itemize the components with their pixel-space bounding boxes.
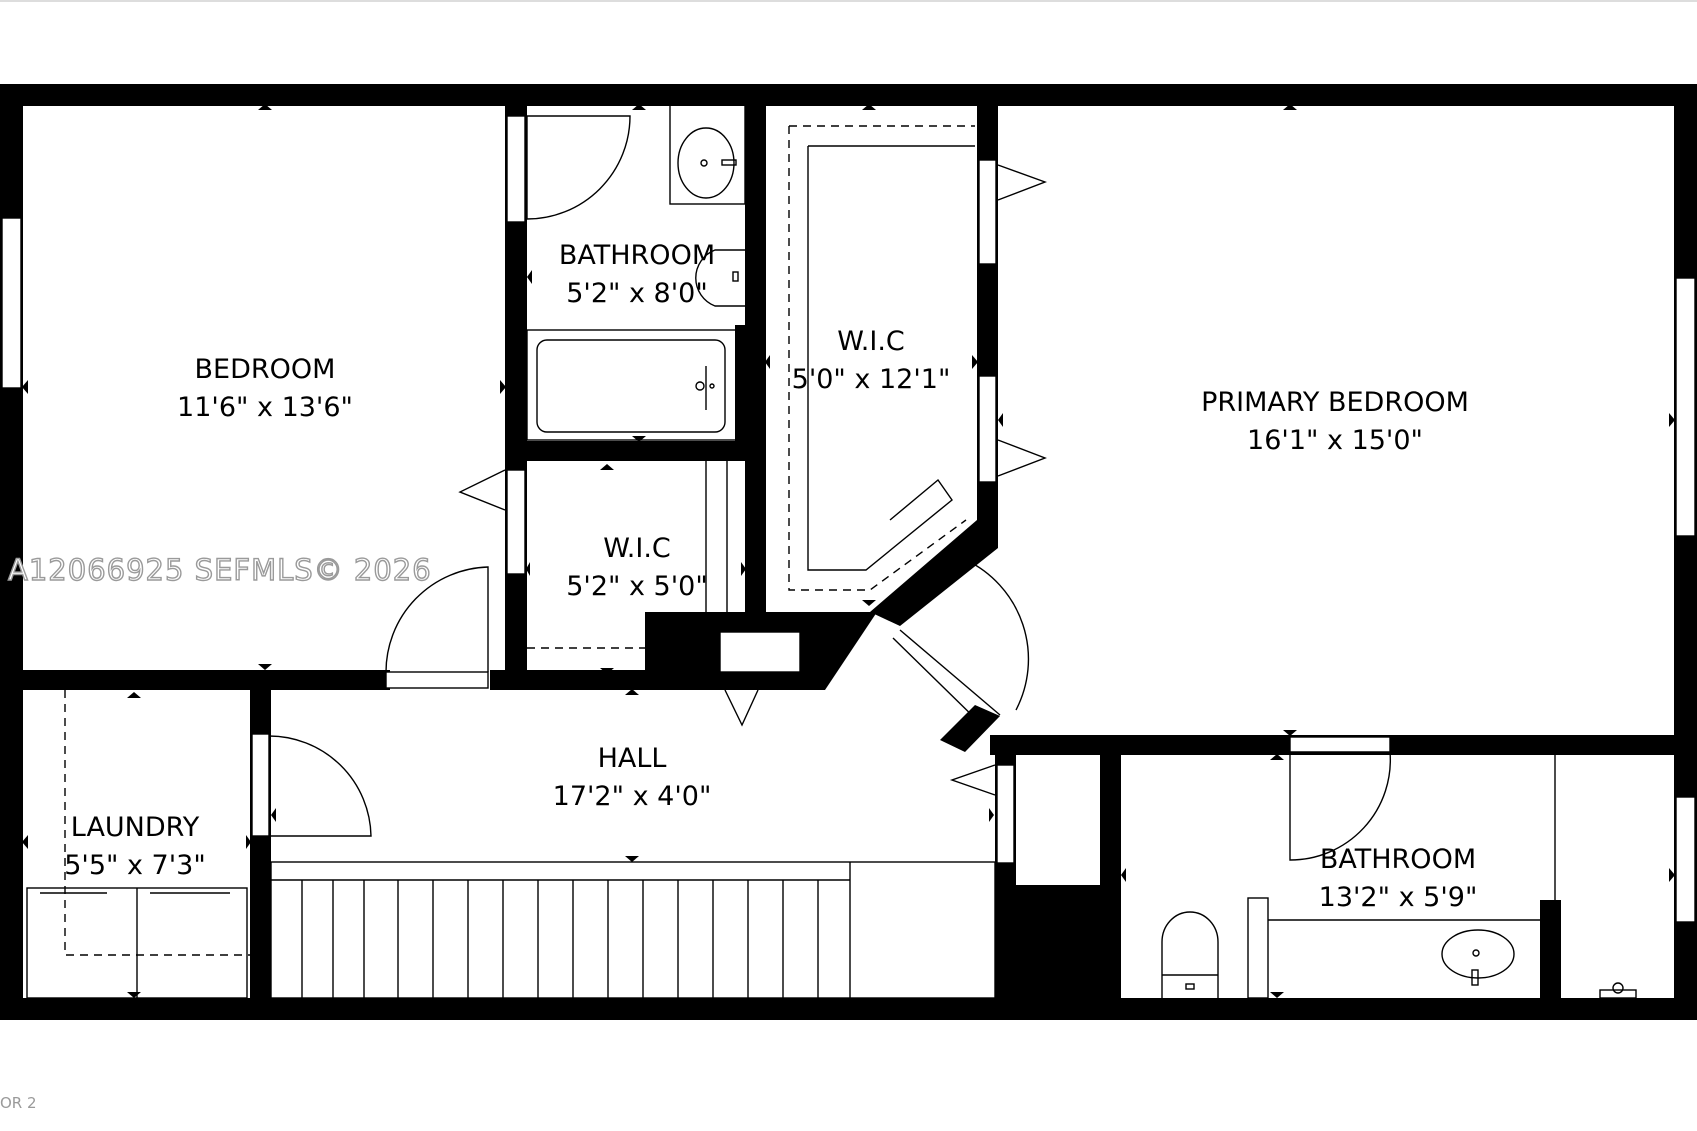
room-name: PRIMARY BEDROOM bbox=[1201, 387, 1469, 418]
room-size: 5'0" x 12'1" bbox=[792, 364, 951, 395]
room-wic-small: W.I.C 5'2" x 5'0" bbox=[566, 533, 708, 602]
room-size: 17'2" x 4'0" bbox=[553, 781, 712, 812]
room-name: BATHROOM bbox=[1320, 844, 1476, 875]
room-size: 5'5" x 7'3" bbox=[64, 850, 206, 881]
room-size: 5'2" x 5'0" bbox=[566, 571, 708, 602]
room-bedroom: BEDROOM 11'6" x 13'6" bbox=[177, 354, 353, 423]
openings bbox=[1, 115, 1696, 923]
room-hall: HALL 17'2" x 4'0" bbox=[553, 743, 712, 812]
floor-label: OR 2 bbox=[0, 1094, 37, 1112]
mls-watermark: A12066925 SEFMLS© 2026 bbox=[8, 553, 432, 587]
room-bathroom-upper: BATHROOM 5'2" x 8'0" bbox=[559, 240, 715, 309]
room-size: 13'2" x 5'9" bbox=[1319, 882, 1478, 913]
room-name: LAUNDRY bbox=[71, 812, 200, 843]
room-name: HALL bbox=[598, 743, 667, 774]
dimension-markers bbox=[22, 104, 1675, 998]
door-swings bbox=[268, 115, 1392, 861]
room-primary-bedroom: PRIMARY BEDROOM 16'1" x 15'0" bbox=[1201, 387, 1469, 456]
room-name: BATHROOM bbox=[559, 240, 715, 271]
room-name: W.I.C bbox=[837, 326, 905, 357]
room-bathroom-lower: BATHROOM 13'2" x 5'9" bbox=[1319, 844, 1478, 913]
room-wic-large: W.I.C 5'0" x 12'1" bbox=[792, 326, 951, 395]
room-name: BEDROOM bbox=[195, 354, 336, 385]
door-markers bbox=[458, 164, 1048, 796]
room-laundry: LAUNDRY 5'5" x 7'3" bbox=[64, 812, 206, 881]
room-size: 16'1" x 15'0" bbox=[1247, 425, 1423, 456]
room-size: 5'2" x 8'0" bbox=[566, 278, 708, 309]
fixtures bbox=[26, 103, 1637, 999]
room-name: W.I.C bbox=[603, 533, 671, 564]
room-size: 11'6" x 13'6" bbox=[177, 392, 353, 423]
